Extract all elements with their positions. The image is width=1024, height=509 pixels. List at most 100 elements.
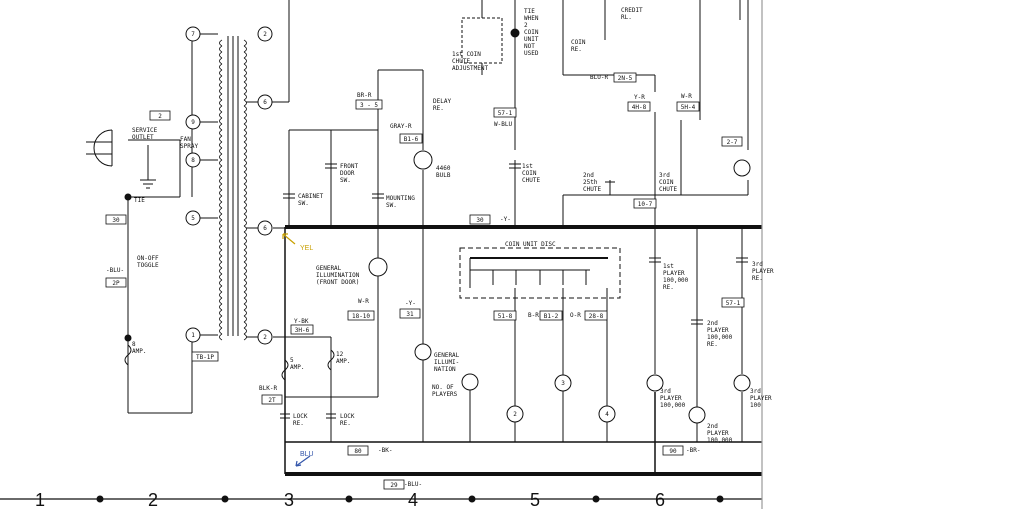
tap-left-9: 9 (191, 119, 195, 126)
tap-left-5: 5 (191, 215, 195, 222)
wire-code-box (493, 107, 517, 118)
yel-arrow (282, 233, 296, 245)
wire-code-text: 30 (476, 217, 484, 224)
bus-y-label: -Y- (500, 216, 511, 223)
wire-code-text: 57-1 (726, 300, 741, 307)
tap-right-3: 2 (263, 334, 267, 341)
wires (0, 0, 763, 509)
blu-r-wire-label: BLU-R (590, 74, 608, 81)
blu-arrow (295, 455, 311, 467)
y-bk-wire-label: Y-BK (294, 318, 309, 325)
wire-code-text: 5H-4 (681, 104, 696, 111)
wire-code-box (399, 308, 421, 319)
wire-code-text: 18-10 (352, 313, 370, 320)
wire-code-text: 4H-8 (632, 104, 647, 111)
wire-code-box (584, 310, 608, 321)
wire-code-text: 28-8 (589, 313, 604, 320)
tap-left-1: 1 (191, 332, 195, 339)
blu-wire-label: -BLU- (106, 267, 124, 274)
wire-code-box (633, 198, 657, 209)
player-circle-2: 2 (513, 411, 517, 418)
wire-code-box (149, 110, 171, 121)
wire-code-text: 2-7 (727, 139, 738, 146)
gray-r-wire-label: GRAY-R (390, 123, 412, 130)
transformer-coils (219, 39, 247, 341)
wire-code-box (721, 136, 743, 147)
ruler-dots (96, 495, 724, 503)
wire-code-text: 57-1 (498, 110, 513, 117)
wire-code-box (383, 479, 405, 490)
wire-code-box (469, 214, 491, 225)
wire-code-text: 10-7 (638, 201, 653, 208)
wire-code-box (399, 133, 423, 144)
ruler-number-2: 2 (148, 490, 158, 509)
wire-code-text: B1-2 (544, 313, 559, 320)
wire-code-text: 90 (669, 448, 677, 455)
wire-code-box (290, 324, 314, 335)
tap-left-8: 8 (191, 157, 195, 164)
wire-code-box (662, 445, 684, 456)
wire-code-text: 30 (112, 217, 120, 224)
tap-right-1: 6 (263, 99, 267, 106)
b-r-wire-label: B-R (528, 312, 539, 319)
y-wire-label: -Y- (405, 300, 416, 307)
wire-code-text: 2P (112, 280, 120, 287)
tap-right-2: 6 (263, 225, 267, 232)
coin-unit-disc-label: COIN UNIT DISC (505, 241, 556, 248)
w-blu-wire-label: W-BLU (494, 121, 512, 128)
wire-code-text: 2 (158, 113, 162, 120)
y-r-wire-label: Y-R (634, 94, 645, 101)
wire-code-box (627, 101, 651, 112)
bus-blu-label: -BLU- (404, 481, 422, 488)
player-circle-3: 3 (561, 380, 565, 387)
wire-code-box (105, 277, 127, 288)
ruler-number-1: 1 (35, 490, 45, 509)
wire-code-box (347, 310, 375, 321)
wire-code-text: 29 (390, 482, 398, 489)
wire-code-text: 3H-6 (295, 327, 310, 334)
wire-code-box (493, 310, 517, 321)
o-r-wire-label: O-R (570, 312, 581, 319)
blu-annotation: BLU (300, 451, 314, 458)
ruler-number-6: 6 (655, 490, 665, 509)
wire-code-text: 2N-5 (618, 75, 633, 82)
ruler-number-4: 4 (408, 490, 418, 509)
w-r-2-wire-label: W-R (681, 93, 692, 100)
yel-annotation: YEL (300, 245, 313, 252)
wire-code-text: B1-6 (404, 136, 419, 143)
tap-left-7: 7 (191, 31, 195, 38)
wire-code-text: 31 (406, 311, 414, 318)
wire-code-text: TB-1P (196, 354, 214, 361)
bus-bk-label: -BK- (378, 447, 392, 454)
wire-code-box (676, 101, 700, 112)
ruler-number-3: 3 (284, 490, 294, 509)
wire-code-box (191, 351, 219, 362)
